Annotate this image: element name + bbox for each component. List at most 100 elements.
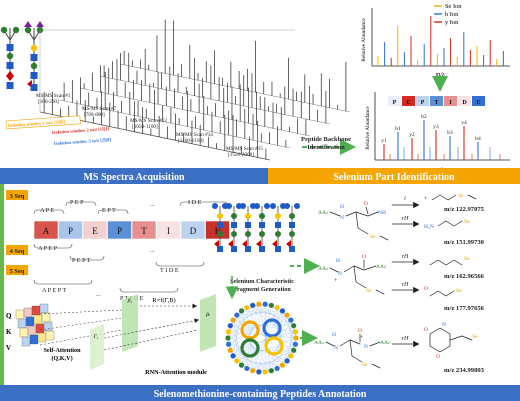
main-sequence-letter: E	[215, 226, 221, 236]
isolation-window-1: Isolation window 1 m/z [1][0]	[8, 119, 66, 128]
glycan-node	[259, 231, 265, 237]
ion-label: b4	[475, 136, 481, 142]
network-node	[279, 308, 286, 314]
sequence-box	[458, 96, 471, 106]
network-node	[291, 323, 297, 329]
four-mer-2: P E P T	[72, 257, 91, 264]
network-node	[288, 317, 294, 323]
top-spectrum-xlabel: m/z	[435, 71, 445, 78]
scan-label-14: MS/MS Scan #14[1100-1150]	[176, 132, 213, 144]
attention-cell	[23, 307, 33, 318]
sequence-letter: D	[462, 100, 467, 106]
svg-text:H: H	[340, 204, 344, 210]
banner-selenium-identification: Selenium Part Identification	[268, 168, 520, 184]
attention-panel: Q K V β₁ Γ₁ βₜ R=f(Γ,B) Self-Attention (…	[6, 294, 216, 376]
svg-text:O: O	[362, 254, 366, 260]
glycan-node	[254, 203, 260, 209]
mz-label-1: m/z 122.97075	[444, 206, 485, 213]
network-node	[250, 368, 256, 374]
network-node	[230, 317, 236, 323]
main-sequence-letter: I	[167, 226, 170, 236]
ion-label: b2	[421, 114, 427, 120]
main-sequence-cell	[58, 220, 83, 240]
network-node	[262, 369, 268, 375]
attention-cell	[27, 325, 37, 336]
main-sequence-letter: T	[141, 226, 147, 236]
top-spectrum-ylabel: Relative Abundance	[361, 18, 367, 62]
glycan-node	[289, 231, 295, 237]
network-node	[274, 365, 280, 372]
svg-text:AAₙ: AAₙ	[314, 340, 325, 346]
main-sequence-cell	[107, 220, 132, 240]
network-node	[250, 302, 256, 308]
glycan-node	[245, 222, 251, 228]
glycan-cluster	[212, 203, 300, 252]
three-mer-4: I D E	[188, 199, 202, 206]
network-node	[256, 301, 262, 307]
ellipsis-bottom: ...	[96, 291, 101, 298]
network-node	[230, 353, 236, 359]
svg-text:AAₙ: AAₙ	[318, 266, 329, 272]
legend-b-ion: b Ion	[445, 11, 459, 18]
attention-cell	[39, 303, 49, 314]
ion-label: b3	[447, 130, 453, 136]
main-sequence-letter: D	[190, 226, 197, 236]
network-node	[279, 362, 286, 368]
ellipsis-top: ...	[150, 201, 155, 208]
sequence-box	[402, 96, 415, 106]
scan-label-15: MS/MS Scan #15[1550-2000]	[226, 146, 263, 158]
attention-cell	[45, 330, 55, 341]
gamma-label: Γ₁	[92, 334, 98, 340]
three-mer-1: A P E	[40, 207, 54, 214]
glycan-node	[217, 222, 223, 228]
top-spectrum: Relative Abundance m/z Se Ion b Ion y Io…	[361, 3, 510, 78]
attention-cell	[41, 312, 51, 323]
scan-label-7: MS/MS Scan #7[700-800]	[82, 106, 117, 118]
glycan-node	[231, 213, 237, 219]
svg-text:N: N	[334, 345, 338, 351]
scan-label-1: MS/MS Scan #1[100-200]	[36, 93, 71, 105]
svg-text:O: O	[424, 286, 428, 292]
main-sequence-letter: A	[43, 226, 50, 236]
ion-label: y3	[433, 124, 439, 130]
reaction-label-3: rH	[402, 254, 409, 260]
reaction-label-5: rH	[402, 336, 409, 342]
v-label: V	[6, 344, 11, 352]
scan-label-13: MS/MS Scan #13[1050-1100]	[130, 118, 167, 130]
reaction-label-4: rH	[402, 282, 409, 288]
glycan-node	[275, 231, 281, 237]
attention-cell	[43, 321, 53, 332]
network-node	[284, 358, 290, 364]
glycan-node	[270, 203, 276, 209]
network-node	[227, 347, 233, 353]
svg-text:O: O	[436, 354, 440, 360]
scan-labels: MS/MS Scan #1[100-200] MS/MS Scan #7[700…	[36, 93, 263, 158]
glycan-node	[264, 203, 270, 209]
network-cluster	[240, 338, 260, 358]
stacked-spectra	[39, 19, 351, 161]
network-node	[293, 335, 299, 341]
svg-text:Se: Se	[472, 334, 478, 340]
svg-text:+: +	[360, 335, 364, 341]
svg-text:N: N	[442, 322, 446, 328]
glycan-node	[245, 231, 251, 237]
glycan-node	[231, 246, 237, 252]
network-node	[225, 341, 232, 347]
ion-label: b1	[395, 126, 401, 132]
sequence-box	[416, 96, 429, 106]
main-sequence-letter: P	[68, 226, 73, 236]
left-accent-bar	[0, 184, 4, 385]
svg-text:AAₙ: AAₙ	[318, 210, 329, 216]
main-sequence-cell	[205, 220, 230, 240]
svg-text:N: N	[338, 271, 342, 277]
network-cluster	[264, 336, 284, 356]
sequence-letter: P	[421, 100, 425, 106]
seq-label-5: 5 Seq	[10, 268, 25, 275]
glycan-node	[217, 246, 223, 252]
glycan-node	[289, 246, 295, 252]
network-node	[234, 358, 240, 364]
banner-selenium-identification-label: Selenium Part Identification	[333, 172, 455, 183]
beta-label: β₁	[127, 298, 133, 304]
